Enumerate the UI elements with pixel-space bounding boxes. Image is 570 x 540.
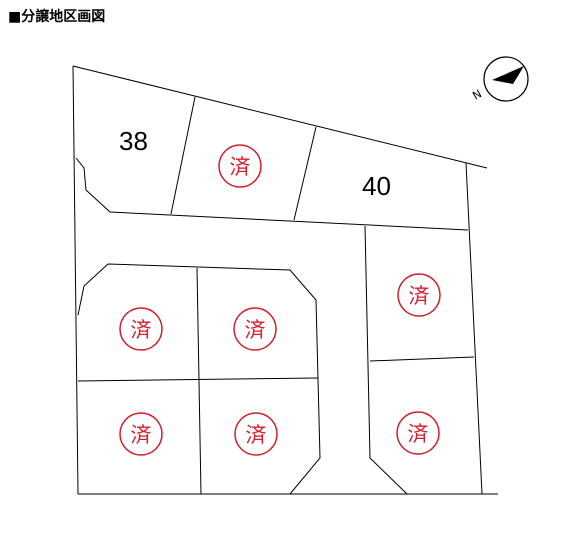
east-boundary — [465, 162, 483, 495]
sold-stamp-left-lower: 済 — [119, 412, 163, 456]
sold-stamp-text: 済 — [131, 423, 152, 447]
sold-stamp-center-upper: 済 — [233, 307, 277, 351]
sold-stamp-right-lower: 済 — [396, 411, 440, 455]
central-block-edge — [77, 263, 321, 495]
top-row-road-edge — [75, 157, 469, 231]
sold-stamp-left-upper: 済 — [119, 307, 163, 351]
right-block-road-edge — [364, 225, 408, 495]
divider-38-top-middle — [170, 96, 196, 215]
lot-boundaries — [72, 65, 498, 495]
sold-stamp-right-upper: 済 — [397, 273, 441, 317]
sold-stamp-text: 済 — [408, 422, 429, 446]
sold-stamp-center-lower: 済 — [234, 412, 278, 456]
sold-stamp-text: 済 — [230, 155, 251, 179]
lot-38-label: 38 — [119, 126, 148, 156]
compass-icon: N — [470, 56, 529, 103]
divider-top-middle-40 — [293, 126, 317, 221]
sold-stamp-text: 済 — [246, 423, 267, 447]
central-block-vertical-divider — [196, 267, 202, 495]
lot-40-label: 40 — [362, 171, 391, 201]
north-label: N — [470, 87, 484, 102]
sold-stamp-text: 済 — [131, 318, 152, 342]
page-title: ■分譲地区画図 — [8, 9, 106, 25]
central-block-middle-divider — [77, 377, 319, 382]
west-boundary — [72, 65, 79, 495]
sold-stamp-top-middle: 済 — [218, 144, 262, 188]
sold-stamp-text: 済 — [409, 284, 430, 308]
north-boundary — [72, 65, 488, 169]
sold-stamp-text: 済 — [245, 318, 266, 342]
right-block-middle-divider — [369, 356, 475, 362]
